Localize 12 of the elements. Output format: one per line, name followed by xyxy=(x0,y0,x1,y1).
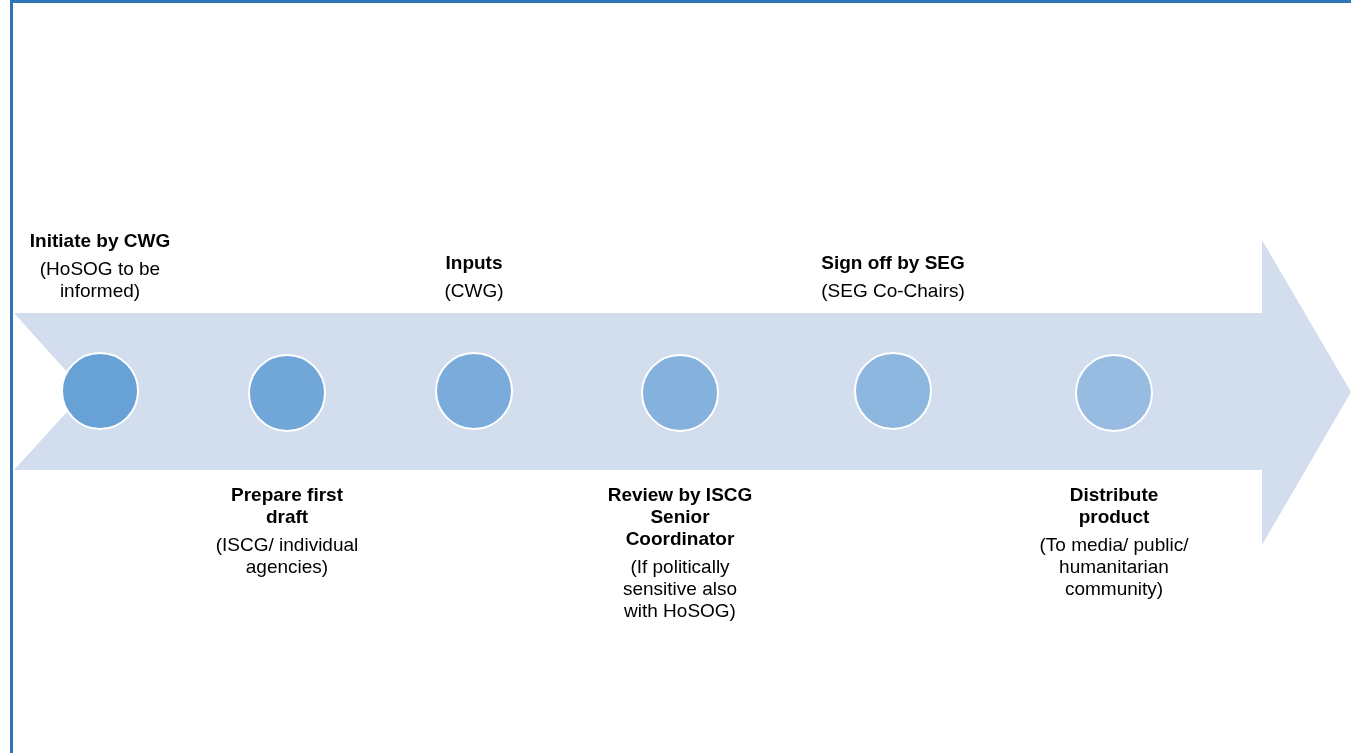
step-note: (To media/ public/ humanitarian community) xyxy=(1039,534,1189,600)
step-heading: Sign off by SEG xyxy=(821,252,965,274)
step-heading: Review by ISCG Senior Coordinator xyxy=(606,484,754,550)
step-heading: Inputs xyxy=(445,252,503,274)
step-note: (If politically sensitive also with HoSOG) xyxy=(621,556,739,622)
step-note: (CWG) xyxy=(444,280,504,302)
step-heading: Prepare first draft xyxy=(230,484,344,528)
step-heading: Distribute product xyxy=(1068,484,1160,528)
step-note: (HoSOG to be informed) xyxy=(38,258,162,302)
step-note: (ISCG/ individual agencies) xyxy=(214,534,360,578)
step-note: (SEG Co-Chairs) xyxy=(821,280,965,302)
step-heading: Initiate by CWG xyxy=(29,230,171,252)
